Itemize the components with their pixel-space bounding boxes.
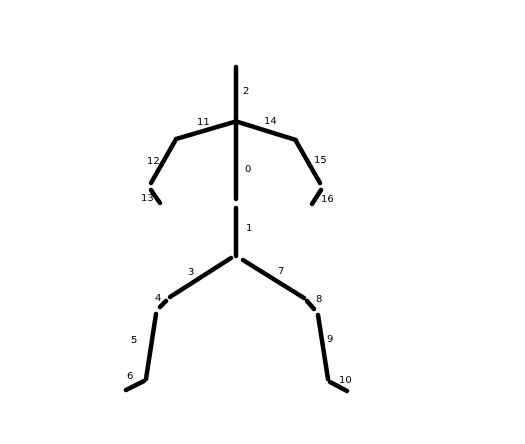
segment-10-right-foot xyxy=(327,379,350,394)
label-7: 7 xyxy=(278,266,284,277)
label-0: 0 xyxy=(245,164,251,175)
label-1: 1 xyxy=(246,223,252,234)
label-2: 2 xyxy=(243,86,249,97)
segment-16-right-forearm xyxy=(309,187,324,207)
label-6: 6 xyxy=(127,371,133,382)
label-11: 11 xyxy=(197,117,210,128)
segment-12-left-upper-arm xyxy=(148,138,178,186)
segment-11-left-shoulder xyxy=(173,119,237,142)
label-4: 4 xyxy=(155,293,161,304)
segment-9-right-shin xyxy=(315,312,331,382)
label-15: 15 xyxy=(314,155,327,166)
label-8: 8 xyxy=(316,294,322,305)
segment-6-left-foot xyxy=(123,378,147,393)
label-5: 5 xyxy=(131,335,137,346)
label-12: 12 xyxy=(147,156,160,167)
segment-8-right-thigh-joint xyxy=(304,298,317,312)
segment-14-right-shoulder xyxy=(235,119,299,143)
segment-4-left-thigh-joint xyxy=(157,298,169,310)
segment-5-left-shin xyxy=(143,311,159,382)
label-13: 13 xyxy=(141,193,154,204)
label-10: 10 xyxy=(339,375,352,386)
segment-7-right-hip xyxy=(240,257,307,301)
label-3: 3 xyxy=(188,267,194,278)
segment-3-left-hip xyxy=(167,255,234,300)
segment-15-right-upper-arm xyxy=(293,138,323,186)
segment-13-left-forearm xyxy=(148,187,163,206)
label-14: 14 xyxy=(264,116,277,127)
label-16: 16 xyxy=(321,194,334,205)
label-9: 9 xyxy=(327,334,333,345)
